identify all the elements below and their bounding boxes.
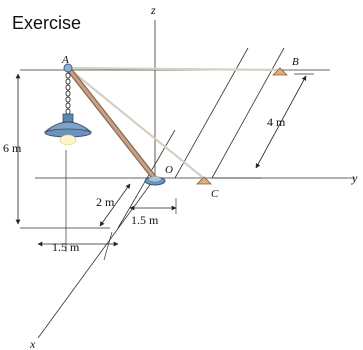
construction-line (174, 47, 249, 179)
x-offset-dimension-line (99, 183, 131, 227)
cable-ab (67, 66, 281, 72)
x-offset-dimension-label: 2 m (96, 195, 115, 209)
anchor-c (196, 176, 212, 185)
lamp-extension-line (103, 231, 113, 261)
y-offset-dimension-label: 1.5 m (131, 213, 159, 227)
point-c-label: C (211, 188, 219, 200)
joint-a (63, 63, 73, 73)
pole-ao-highlight (66, 66, 158, 182)
cable-ac (67, 67, 207, 181)
anchor-b (272, 67, 288, 76)
x-axis-line (37, 177, 156, 339)
bc-dimension-label: 4 m (267, 115, 286, 129)
exercise-title: Exercise (12, 13, 82, 33)
y-axis-label: y (351, 171, 358, 185)
z-axis-label: z (150, 3, 156, 17)
bc-dimension-line (255, 75, 307, 169)
point-a-label: A (61, 54, 69, 66)
lamp-dimension-label: 1.5 m (52, 240, 80, 254)
x-axis-label: x (29, 337, 36, 350)
point-o-label: O (165, 164, 173, 176)
pole-base-o (144, 176, 166, 186)
point-b-label: B (292, 56, 299, 68)
lamp (44, 113, 92, 146)
lamp-chain (65, 72, 71, 115)
construction-line (211, 47, 285, 179)
height-dimension-label: 6 m (3, 141, 22, 155)
